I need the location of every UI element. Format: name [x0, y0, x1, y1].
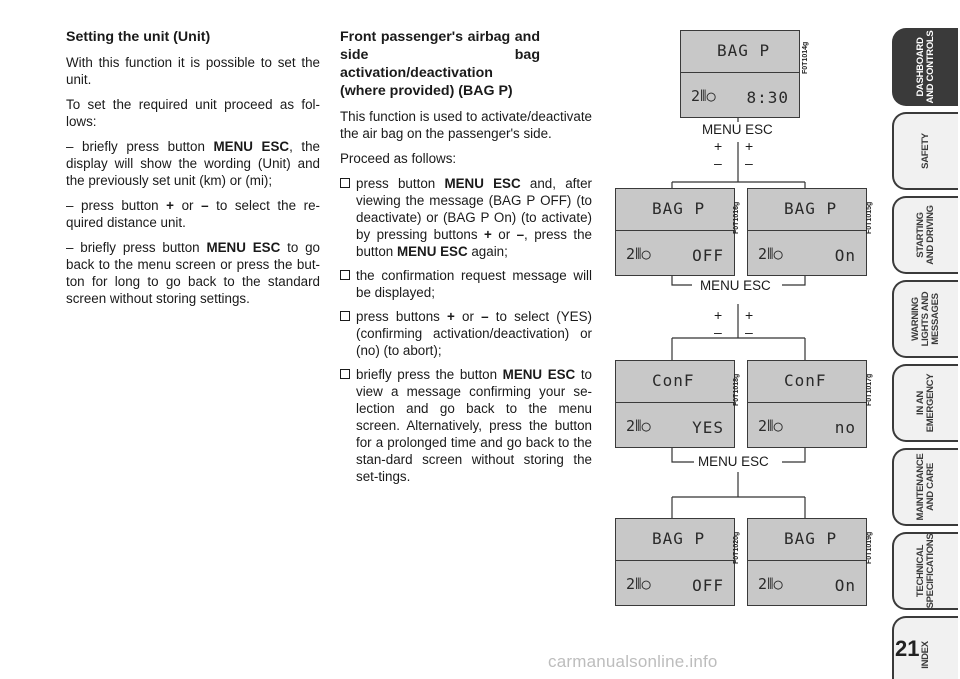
display-screen-bag-p-off-confirmed: BAG P 2⦀○ OFF: [615, 518, 735, 606]
bag-heading: Front passenger's airbag and side bag ac…: [340, 29, 540, 99]
minus-label: –: [745, 324, 753, 340]
unit-heading: Setting the unit (Unit): [66, 29, 211, 45]
plus-label: +: [714, 307, 723, 323]
display-screen-conf-yes: ConF 2⦀○ YES: [615, 360, 735, 448]
plus-label: +: [745, 138, 754, 154]
figure-code: F0T1019g: [866, 531, 873, 564]
airbag-menu-diagram: BAG P 2⦀○ 8:30 F0T1014g MENU ESC + + – –…: [590, 22, 890, 612]
minus-label: –: [714, 324, 722, 340]
unit-para2: To set the required unit proceed as fol-…: [66, 97, 320, 129]
unit-step1: – briefly press button MENU ESC, the dis…: [66, 139, 321, 188]
airbag-icon: 2⦀○: [758, 417, 783, 435]
menu-esc-label: MENU ESC: [700, 122, 775, 137]
page-number: 21: [895, 636, 920, 661]
unit-section: Setting the unit (Unit) With this functi…: [66, 28, 320, 315]
bag-section: Front passenger's airbag and side bag ac…: [340, 28, 592, 492]
minus-label: –: [714, 155, 722, 171]
airbag-icon: 2⦀○: [758, 575, 783, 593]
checkbox-bullet-icon: [340, 270, 350, 280]
unit-step2: – press button + or – to select the re-q…: [66, 198, 320, 230]
bag-intro: This function is used to activate/deacti…: [340, 109, 592, 141]
figure-code: F0T1014g: [802, 41, 809, 74]
list-item: the confirmation request message will be…: [340, 267, 592, 301]
checkbox-bullet-icon: [340, 311, 350, 321]
list-item: press buttons + or – to select (YES) (co…: [340, 308, 592, 359]
plus-label: +: [714, 138, 723, 154]
figure-code: F0T1018g: [733, 373, 740, 406]
display-screen-bag-p-time: BAG P 2⦀○ 8:30: [680, 30, 800, 118]
tab-index[interactable]: INDEX: [892, 616, 958, 679]
bag-proceed: Proceed as follows:: [340, 151, 457, 166]
menu-esc-label: MENU ESC: [696, 454, 771, 469]
airbag-icon: 2⦀○: [691, 87, 716, 105]
list-item: press button MENU ESC and, after viewing…: [340, 175, 592, 260]
menu-esc-label: MENU ESC: [698, 278, 773, 293]
unit-step3: – briefly press button MENU ESC to go ba…: [66, 240, 320, 306]
airbag-icon: 2⦀○: [626, 575, 651, 593]
checkbox-bullet-icon: [340, 369, 350, 379]
checkbox-bullet-icon: [340, 178, 350, 188]
figure-code: F0T1015g: [866, 201, 873, 234]
diagram-connector-lines: [671, 112, 806, 518]
airbag-icon: 2⦀○: [758, 245, 783, 263]
minus-label: –: [745, 155, 753, 171]
airbag-icon: 2⦀○: [626, 245, 651, 263]
bag-steps-list: press button MENU ESC and, after viewing…: [340, 175, 592, 485]
figure-code: F0T1017g: [866, 373, 873, 406]
figure-code: F0T1020g: [733, 531, 740, 564]
display-screen-bag-p-on: BAG P 2⦀○ On: [747, 188, 867, 276]
watermark: carmanualsonline.info: [548, 652, 718, 671]
display-screen-bag-p-on-confirmed: BAG P 2⦀○ On: [747, 518, 867, 606]
tab-safety[interactable]: SAFETY: [892, 112, 958, 190]
display-screen-conf-no: ConF 2⦀○ no: [747, 360, 867, 448]
airbag-icon: 2⦀○: [626, 417, 651, 435]
display-screen-bag-p-off: BAG P 2⦀○ OFF: [615, 188, 735, 276]
unit-para1: With this function it is possible to set…: [66, 55, 320, 87]
plus-label: +: [745, 307, 754, 323]
list-item: briefly press the button MENU ESC to vie…: [340, 366, 592, 485]
figure-code: F0T1016g: [733, 201, 740, 234]
